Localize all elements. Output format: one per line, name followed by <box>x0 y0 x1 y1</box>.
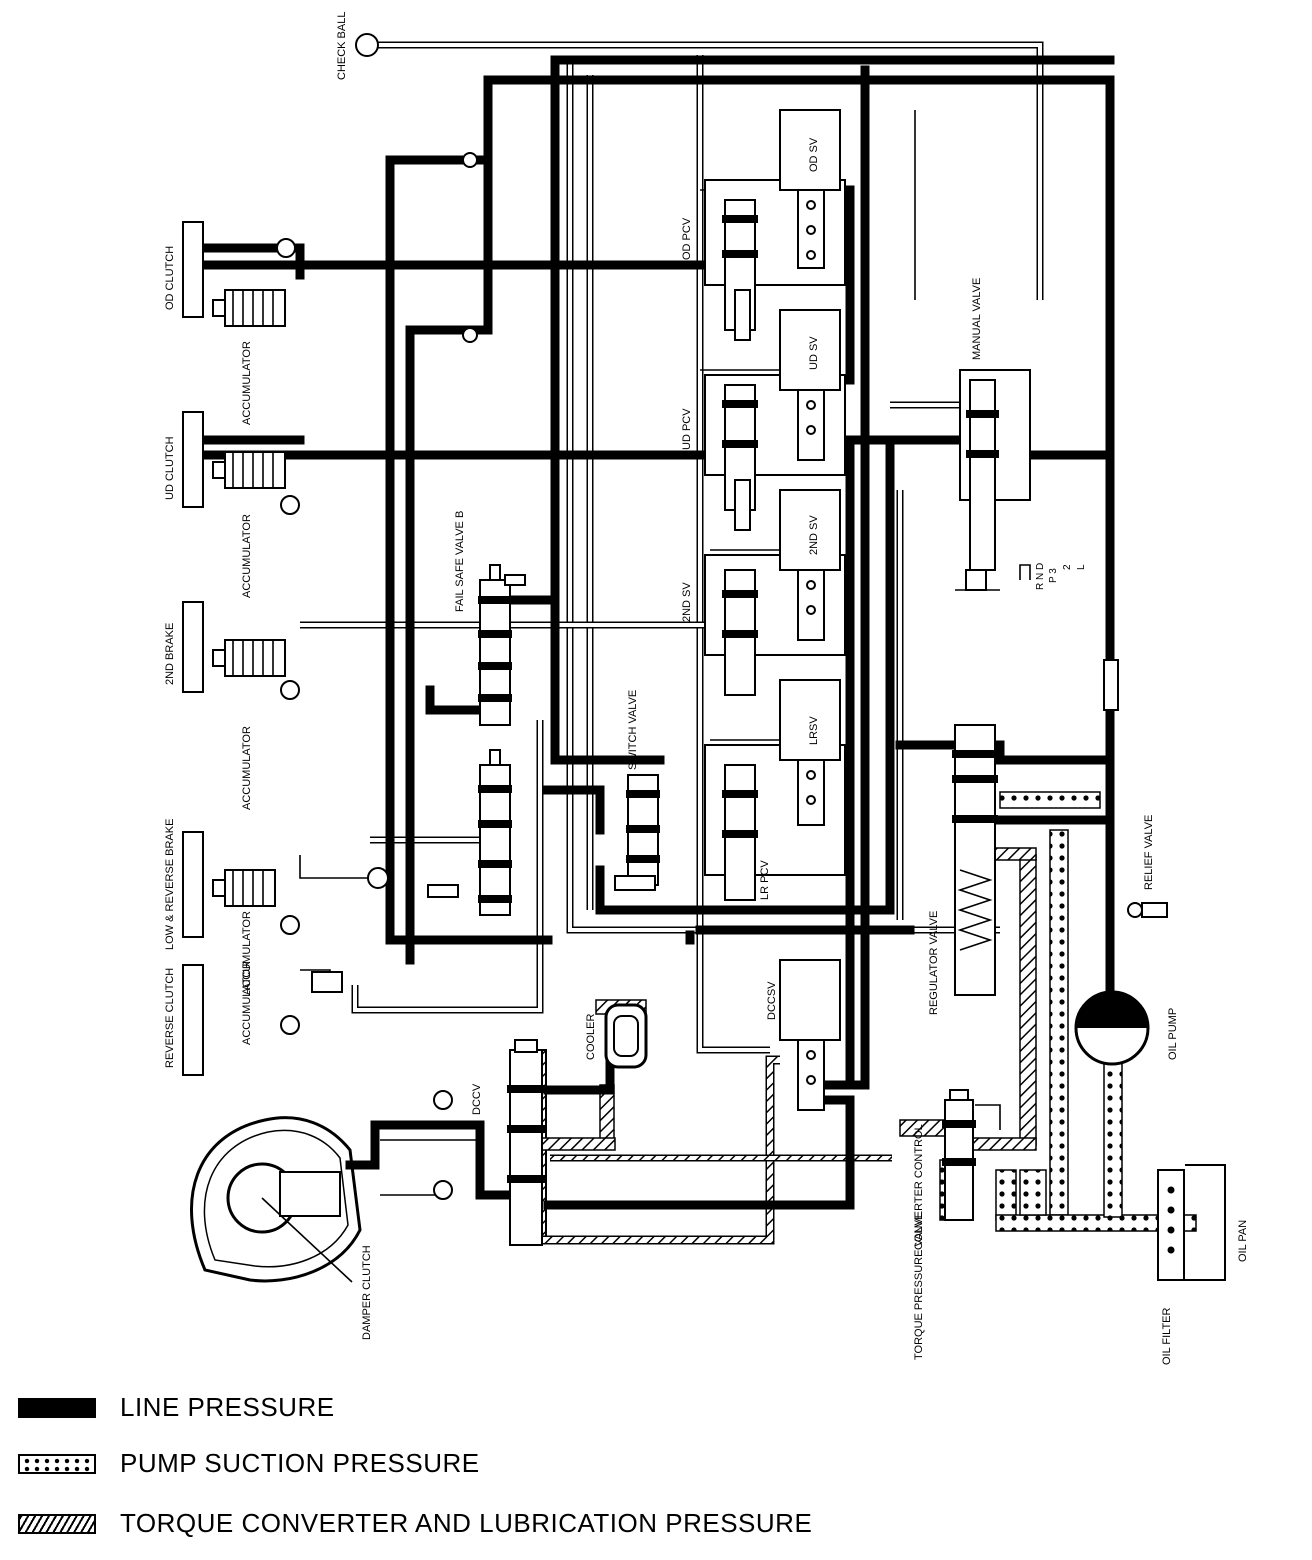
label-ud-pcv: UD PCV <box>681 408 693 450</box>
accumulator-ud <box>212 451 286 489</box>
accumulators <box>212 289 343 993</box>
label-oil-filter: OIL FILTER <box>1161 1307 1173 1365</box>
reverse-clutch-block <box>182 964 204 1076</box>
relief-valve <box>1103 659 1168 918</box>
label-dccv: DCCV <box>471 1083 483 1115</box>
od-clutch-block <box>182 221 204 318</box>
hydraulic-circuit-diagram: CHECK BALL OD CLUTCH ACCUMULATOR UD CLUT… <box>164 12 1249 1365</box>
legend-torque-converter: TORQUE CONVERTER AND LUBRICATION PRESSUR… <box>18 1508 918 1548</box>
ud-clutch-block <box>182 411 204 508</box>
cooler <box>604 1003 648 1069</box>
accumulator-2nd <box>212 639 286 677</box>
ud-sv <box>779 309 841 461</box>
label-2nd-brake: 2ND BRAKE <box>164 623 176 685</box>
diagram-labels: CHECK BALL OD CLUTCH ACCUMULATOR UD CLUT… <box>164 12 1249 1365</box>
label-od-clutch: OD CLUTCH <box>164 246 176 310</box>
oil-pump <box>1074 990 1150 1066</box>
dcc-sv <box>779 959 841 1111</box>
label-reverse-clutch: REVERSE CLUTCH <box>164 968 176 1068</box>
label-damper-clutch: DAMPER CLUTCH <box>361 1245 373 1340</box>
check-ball <box>355 33 379 57</box>
legend-line-pressure: LINE PRESSURE <box>18 1392 918 1432</box>
label-ud-sv: UD SV <box>808 336 820 370</box>
fail-safe-valve-b <box>478 564 526 726</box>
accumulator-lr <box>212 869 276 907</box>
line-pressure-passages <box>195 55 1115 1210</box>
label-2nd-sv: 2ND SV <box>808 515 820 555</box>
label-oil-pan: OIL PAN <box>1237 1220 1249 1262</box>
label-selector-rnd: R N D <box>1035 563 1046 590</box>
label-selector-l: L <box>1076 564 1087 570</box>
label-lr-pcv: LR PCV <box>759 860 771 900</box>
line-pressure-swatch <box>18 1398 96 1418</box>
label-lr-sv: LRSV <box>808 716 820 745</box>
label-converter-control: CONVERTER CONTROL <box>913 1124 925 1250</box>
fail-safe-valve-a <box>427 749 512 916</box>
label-od-sv: OD SV <box>808 137 820 172</box>
low-reverse-brake-block <box>182 831 204 938</box>
label-torque-pressure-valve: TORQUE PRESSURE VALVE <box>913 1213 925 1360</box>
second-sv <box>779 489 841 641</box>
regulator-valve <box>952 724 998 996</box>
lr-pcv <box>704 744 846 901</box>
label-accumulator-3: ACCUMULATOR <box>241 726 253 810</box>
lr-sv <box>779 679 841 826</box>
label-accumulator-2: ACCUMULATOR <box>241 514 253 598</box>
torque-converter <box>190 1116 362 1283</box>
clutches-and-brakes <box>182 221 204 1076</box>
label-accumulator-5: ACCUMULATOR <box>241 961 253 1045</box>
label-ud-clutch: UD CLUTCH <box>164 436 176 500</box>
accumulator-od <box>212 289 286 327</box>
switch-valve <box>614 774 660 891</box>
label-switch-valve: SWITCH VALVE <box>627 690 639 770</box>
label-od-pcv: OD PCV <box>681 217 693 260</box>
label-check-ball: CHECK BALL <box>336 12 348 80</box>
pump-suction-label: PUMP SUCTION PRESSURE <box>120 1448 480 1478</box>
label-oil-pump: OIL PUMP <box>1167 1008 1179 1060</box>
pump-suction-swatch <box>18 1454 96 1474</box>
label-dcc-sv: DCCSV <box>766 981 778 1020</box>
line-pressure-label: LINE PRESSURE <box>120 1392 335 1422</box>
second-brake-block <box>182 601 204 693</box>
accumulator-rev <box>311 971 343 993</box>
label-low-reverse-brake: LOW & REVERSE BRAKE <box>164 819 176 950</box>
label-2nd-sv-lower: 2ND SV <box>681 582 693 622</box>
label-relief-valve: RELIEF VALVE <box>1143 815 1155 890</box>
pcv-and-solenoids <box>704 109 846 1111</box>
label-selector-p3: P 3 <box>1048 568 1059 583</box>
oil-filter <box>1157 1169 1185 1281</box>
label-cooler: COOLER <box>585 1013 597 1060</box>
label-fail-safe-valve-b: FAIL SAFE VALVE B <box>454 511 466 612</box>
torque-converter-swatch <box>18 1514 96 1534</box>
label-accumulator-1: ACCUMULATOR <box>241 341 253 425</box>
legend-pump-suction: PUMP SUCTION PRESSURE <box>18 1448 918 1488</box>
check-balls <box>276 33 478 1200</box>
label-manual-valve: MANUAL VALVE <box>971 278 983 360</box>
label-selector-2: 2 <box>1062 564 1073 570</box>
label-regulator-valve: REGULATOR VALVE <box>928 911 940 1015</box>
dccv <box>507 1039 545 1246</box>
torque-pressure-valve <box>942 1089 976 1221</box>
oil-pan <box>1185 1164 1226 1281</box>
manual-valve <box>955 369 1031 591</box>
label-accumulator-4: ACCUMULATOR <box>241 911 253 995</box>
od-sv <box>779 109 841 269</box>
torque-converter-label: TORQUE CONVERTER AND LUBRICATION PRESSUR… <box>120 1508 813 1538</box>
